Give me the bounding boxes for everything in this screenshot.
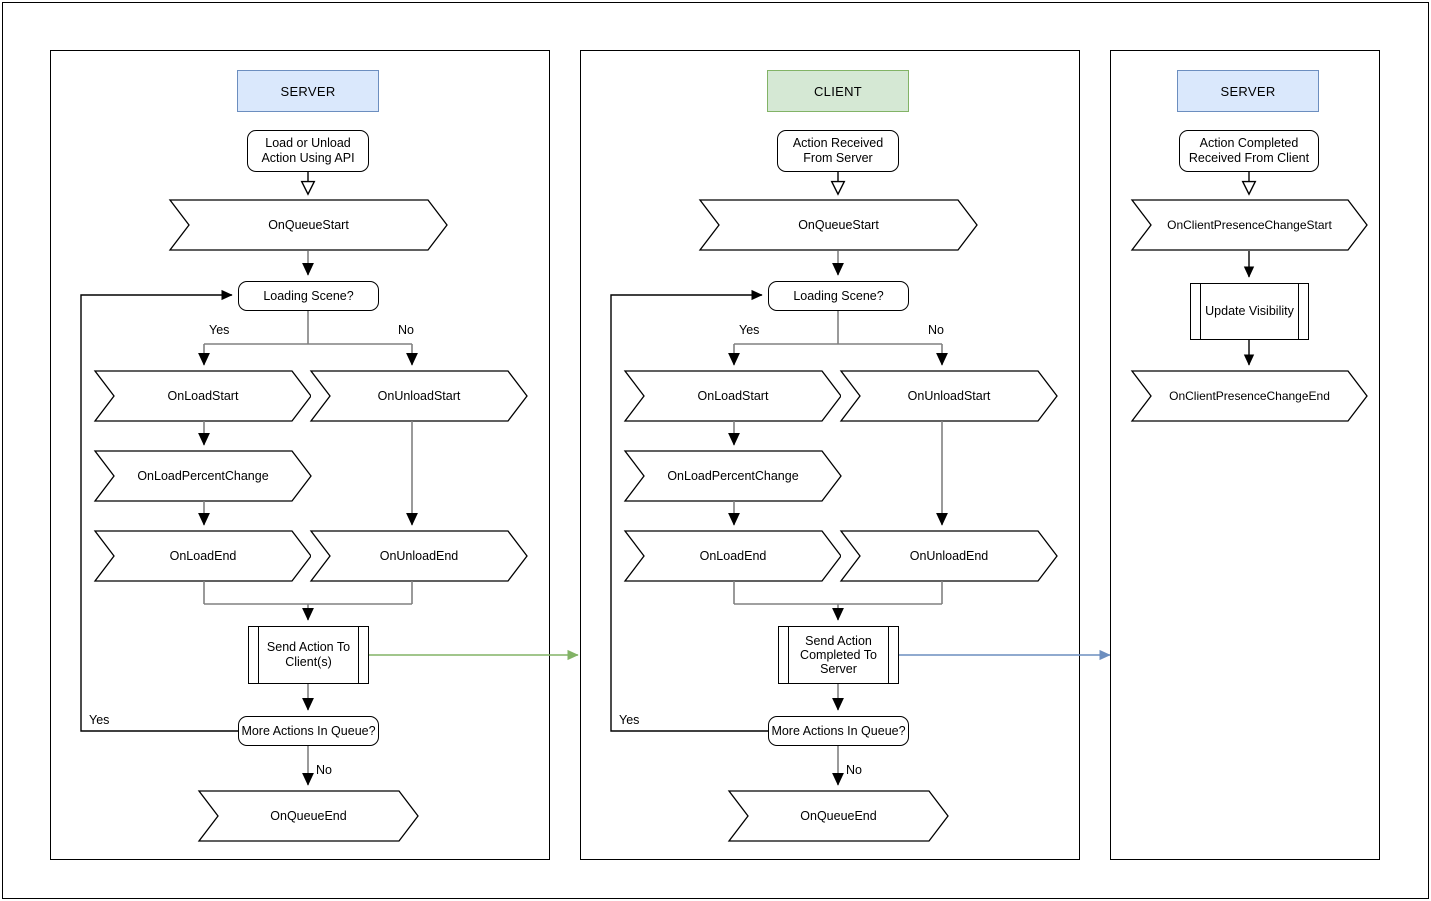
node-more-actions-client: More Actions In Queue? [768,716,909,746]
node-label: Action Completed Received From Client [1188,136,1310,165]
node-update-visibility: Update Visibility [1190,283,1309,340]
node-onunloadstart-client: OnUnloadStart [839,370,1058,422]
node-onclientpresencechangestart: OnClientPresenceChangeStart [1130,199,1368,251]
process-bar-right [887,627,889,683]
node-label: More Actions In Queue? [241,724,376,738]
node-onqueuestart-client: OnQueueStart [698,199,978,251]
edge-label-loop-yes-server-left: Yes [89,713,110,727]
node-label: Loading Scene? [263,289,354,303]
node-onqueueend-client: OnQueueEnd [727,790,949,842]
node-onclientpresencechangeend: OnClientPresenceChangeEnd [1130,370,1368,422]
node-send-action-completed-to-server: Send Action Completed To Server [778,626,899,684]
node-onloadpercentchange-server-left: OnLoadPercentChange [93,450,312,502]
panel-header-server-right: SERVER [1177,70,1319,112]
panel-header-server-left: SERVER [237,70,379,112]
panel-header-label: SERVER [280,83,336,99]
node-label: Action Received From Server [792,136,884,165]
node-loading-scene-client: Loading Scene? [768,281,909,311]
edge-label-no-server-left: No [398,323,414,337]
panel-header-label: SERVER [1220,83,1276,99]
node-onunloadstart-server-left: OnUnloadStart [309,370,528,422]
node-label: Send Action Completed To Server [800,634,877,676]
panel-header-client: CLIENT [767,70,909,112]
node-label: Loading Scene? [793,289,884,303]
node-start-server-right: Action Completed Received From Client [1179,130,1319,172]
edge-label-no-client: No [928,323,944,337]
node-send-action-to-clients: Send Action To Client(s) [248,626,369,684]
edge-label-loop-no-client: No [846,763,862,777]
node-onqueueend-server-left: OnQueueEnd [197,790,419,842]
node-label: Send Action To Client(s) [266,640,351,669]
edge-label-loop-yes-client: Yes [619,713,640,727]
process-bar-right [1297,284,1299,339]
node-loading-scene-server-left: Loading Scene? [238,281,379,311]
node-label: Load or Unload Action Using API [261,136,355,165]
panel-header-label: CLIENT [813,83,863,99]
node-label: Update Visibility [1205,304,1294,318]
node-more-actions-server-left: More Actions In Queue? [238,716,379,746]
node-start-server-left: Load or Unload Action Using API [247,130,369,172]
node-onqueuestart-server-left: OnQueueStart [168,199,448,251]
node-start-client: Action Received From Server [777,130,899,172]
process-bar-left [258,627,260,683]
node-onloadpercentchange-client: OnLoadPercentChange [623,450,842,502]
node-onunloadend-server-left: OnUnloadEnd [309,530,528,582]
process-bar-left [788,627,790,683]
node-onloadend-server-left: OnLoadEnd [93,530,312,582]
node-onloadstart-server-left: OnLoadStart [93,370,312,422]
process-bar-right [357,627,359,683]
node-onloadstart-client: OnLoadStart [623,370,842,422]
node-onunloadend-client: OnUnloadEnd [839,530,1058,582]
edge-label-loop-no-server-left: No [316,763,332,777]
edge-label-yes-client: Yes [739,323,760,337]
process-bar-left [1200,284,1202,339]
node-label: More Actions In Queue? [771,724,906,738]
edge-label-yes-server-left: Yes [209,323,230,337]
node-onloadend-client: OnLoadEnd [623,530,842,582]
